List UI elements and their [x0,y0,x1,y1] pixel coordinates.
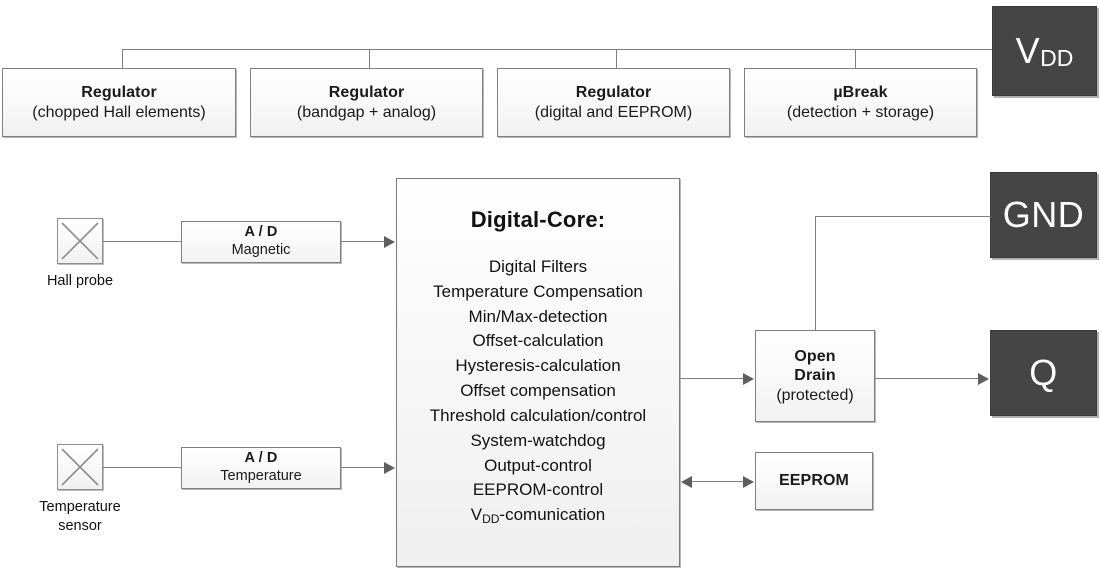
block-open-drain[interactable]: Open Drain (protected) [755,330,875,422]
core-function: Hysteresis-calculation [455,356,621,376]
core-function: Min/Max-detection [468,306,608,326]
block-title: µBreak [833,83,888,101]
core-function: Offset-calculation [472,331,604,351]
digital-core-title: Digital-Core: [470,207,606,232]
vdd-bus-horizontal [122,49,992,50]
block-subtitle: (digital and EEPROM) [534,103,693,121]
block-subtitle: (chopped Hall elements) [32,103,206,121]
wire-adc-temperature-to-core [341,467,385,468]
core-function: Digital Filters [488,257,588,276]
pad-vdd-label: V [1015,30,1041,71]
core-function: EEPROM-control [472,480,604,500]
temperature-sensor-caption-line2: sensor [58,517,102,534]
core-function-vdd-communication: VDD-comunication [397,503,679,528]
pad-q-label: Q [1029,352,1058,393]
arrow-open-drain-to-q [978,373,989,385]
pad-gnd-label: GND [1002,194,1085,235]
block-title: Regulator [328,83,405,101]
cross-icon [61,222,99,260]
core-function: System-watchdog [470,430,606,450]
wire-gnd-horizontal [815,216,991,217]
vdd-drop-regulator-1 [122,49,123,69]
block-adc-temperature[interactable]: A / D Temperature [181,447,341,489]
pad-gnd[interactable]: GND [990,172,1097,258]
pad-q[interactable]: Q [990,330,1097,416]
eeprom-label: EEPROM [779,472,849,490]
wire-temperature-to-adc [103,467,181,468]
block-eeprom[interactable]: EEPROM [755,452,873,510]
wire-hall-to-adc [103,241,181,242]
core-function: Offset compensation [460,381,616,401]
block-digital-core[interactable]: Digital-Core: Digital Filters Temperatur… [396,178,680,567]
pad-vdd-subscript: DD [1040,44,1074,71]
block-adc-magnetic[interactable]: A / D Magnetic [181,221,341,263]
block-ubreak[interactable]: µBreak (detection + storage) [744,68,977,137]
open-drain-title-line1: Open [794,347,836,365]
core-function: Temperature Compensation [433,281,643,301]
hall-probe-caption: Hall probe [30,272,130,291]
block-subtitle: (detection + storage) [786,103,935,121]
core-function: Output-control [484,455,592,475]
wire-core-to-eeprom [691,481,744,482]
block-regulator-bandgap-analog[interactable]: Regulator (bandgap + analog) [250,68,483,137]
block-subtitle: Temperature [220,468,302,484]
hall-probe-symbol[interactable] [57,218,103,264]
arrow-eeprom-to-core [681,476,692,488]
block-title: A / D [244,224,278,241]
vdd-suffix: -comunication [499,505,606,525]
vdd-drop-regulator-3 [616,49,617,69]
wire-gnd-vertical-to-open-drain [815,216,816,331]
digital-core-function-list: Digital Filters Temperature Compensation… [397,255,679,528]
wire-open-drain-to-q [875,378,979,379]
block-regulator-chopped-hall[interactable]: Regulator (chopped Hall elements) [2,68,236,137]
arrow-adc-temperature-to-core [384,462,395,474]
vdd-prefix: V [470,505,483,525]
wire-adc-magnetic-to-core [341,241,385,242]
temperature-sensor-caption: Temperature sensor [18,498,142,535]
vdd-drop-ubreak [855,49,856,69]
temperature-sensor-symbol[interactable] [57,444,103,490]
block-subtitle: Magnetic [231,242,291,258]
block-regulator-digital-eeprom[interactable]: Regulator (digital and EEPROM) [497,68,730,137]
block-title: A / D [244,450,278,467]
core-function: Threshold calculation/control [429,405,647,425]
arrow-core-to-eeprom [743,476,754,488]
hall-probe-caption-line1: Hall probe [46,273,114,289]
vdd-subscript: DD [482,512,500,527]
wire-core-to-open-drain [680,378,744,379]
open-drain-title-line2: Drain [794,367,836,385]
arrow-core-to-open-drain [743,373,754,385]
open-drain-subtitle: (protected) [776,386,854,404]
cross-icon [61,448,99,486]
temperature-sensor-caption-line1: Temperature [39,499,121,515]
arrow-adc-magnetic-to-core [384,236,395,248]
block-title: Regulator [81,83,157,101]
block-title: Regulator [575,83,652,101]
block-subtitle: (bandgap + analog) [296,103,437,121]
vdd-drop-regulator-2 [369,49,370,69]
